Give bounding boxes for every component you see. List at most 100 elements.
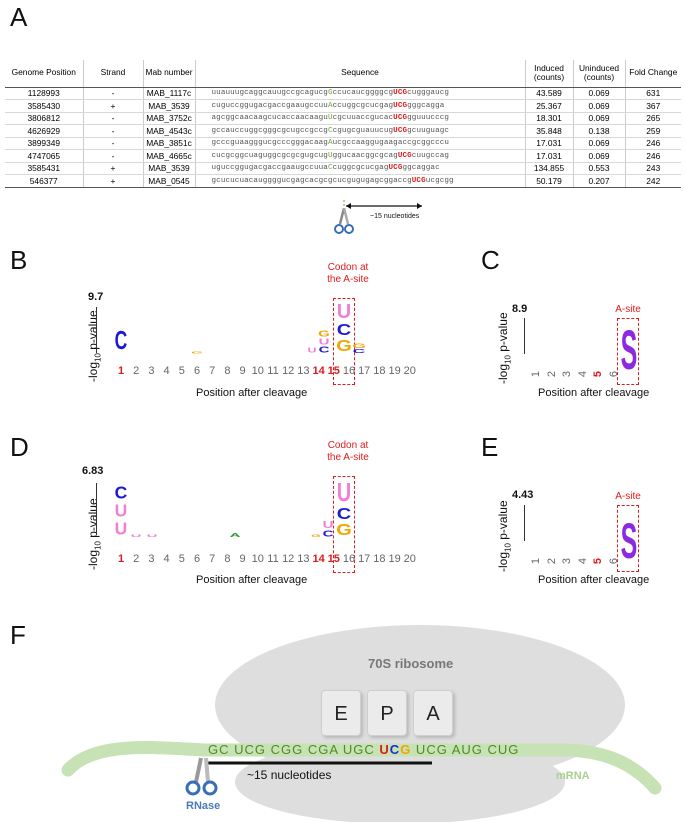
sequence-fragment: cuugccag bbox=[411, 151, 450, 160]
cell-mab-number: MAB_3539 bbox=[142, 162, 195, 175]
cell-uninduced: 0.069 bbox=[572, 99, 625, 113]
sequence-fragment: gguuucccg bbox=[407, 114, 450, 123]
tick-label: 11 bbox=[267, 365, 279, 377]
logo-letter: C bbox=[322, 529, 334, 539]
tick-label: 1 bbox=[117, 365, 125, 377]
sequence-fragment: UCG bbox=[393, 126, 408, 135]
col-strand: Strand bbox=[82, 60, 143, 88]
cell-strand: - bbox=[82, 112, 143, 125]
col-sequence: Sequence bbox=[194, 60, 525, 88]
logo-letter: S bbox=[620, 321, 638, 383]
tick-label: 16 bbox=[342, 365, 356, 377]
tick-label: 15 bbox=[327, 365, 340, 377]
cell-genome-position: 3806812 bbox=[5, 112, 83, 125]
sequence-fragment: cuguccggugacgaccgaaugccuu bbox=[211, 101, 328, 110]
logo-letter: C bbox=[336, 321, 352, 339]
tick-label: 2 bbox=[545, 370, 558, 378]
cell-genome-position: 4626929 bbox=[5, 124, 83, 138]
tick-label: 3 bbox=[561, 370, 573, 378]
cell-uninduced: 0.553 bbox=[572, 162, 625, 175]
panel-c-x-axis-label: Position after cleavage bbox=[538, 387, 650, 399]
sequence-fragment: U bbox=[327, 114, 333, 123]
tick-label: 13 bbox=[297, 553, 310, 565]
tick-label: 11 bbox=[267, 553, 279, 565]
sequence-fragment: UCG bbox=[397, 151, 412, 160]
tick-label: 2 bbox=[133, 365, 140, 377]
sequence-fragment: cgugcguauucug bbox=[332, 126, 394, 135]
panel-e-a-site-box bbox=[617, 505, 639, 572]
mrna-sequence: GC UCG CGG CGA UGC UCG UCG AUG CUG bbox=[208, 742, 520, 757]
tick-label: 15 bbox=[327, 553, 340, 565]
tick-label: 4 bbox=[163, 553, 170, 565]
cell-fold-change: 259 bbox=[624, 124, 681, 138]
tick-label: 18 bbox=[373, 553, 386, 565]
sequence-fragment: ggcaggac bbox=[402, 164, 440, 173]
tick-label: 20 bbox=[403, 553, 416, 565]
cell-induced: 35.848 bbox=[524, 124, 573, 138]
tick-label: 3 bbox=[148, 553, 155, 565]
logo-letter: U bbox=[114, 501, 128, 521]
sequence-fragment: agcggcaacaagcucaccaacaagu bbox=[211, 114, 328, 123]
cell-fold-change: 242 bbox=[624, 174, 681, 188]
cell-sequence: gccauccuggcgggcgcugccgccgCcgugcguauucugU… bbox=[194, 124, 525, 138]
tick-label: 5 bbox=[592, 370, 604, 378]
cell-strand: - bbox=[82, 87, 143, 100]
sequence-fragment: ccuggcgcucgag bbox=[332, 101, 394, 110]
cell-fold-change: 246 bbox=[624, 149, 681, 163]
cell-strand: + bbox=[82, 174, 143, 188]
logo-letter: C bbox=[114, 483, 128, 503]
sequence-fragment: gaccgcggcccu bbox=[393, 139, 450, 148]
ribosome-title: 70S ribosome bbox=[368, 656, 454, 671]
logo-letter: U bbox=[146, 533, 158, 539]
sequence-fragment: gcuuguagc bbox=[407, 126, 450, 135]
cleavage-distance-label: ~15 nucleotides bbox=[370, 213, 420, 220]
sequence-fragment: ucgccaaggugaa bbox=[332, 139, 394, 148]
col-uninduced: Uninduced (counts) bbox=[572, 60, 625, 88]
panel-b-y-max: 9.7 bbox=[88, 291, 104, 303]
sequence-fragment: UCG bbox=[388, 164, 403, 173]
panel-b-y-bar bbox=[96, 307, 97, 353]
cell-fold-change: 631 bbox=[624, 87, 681, 100]
tick-label: 2 bbox=[545, 557, 558, 565]
sequence-fragment: C bbox=[327, 164, 333, 173]
sequence-fragment: uuauuugcaggcauugccgcagucg bbox=[211, 89, 328, 98]
cell-induced: 17.031 bbox=[524, 137, 573, 150]
ribosome-site-a: A bbox=[413, 690, 453, 736]
panel-d-y-axis-label: -log10 p-value bbox=[86, 498, 103, 570]
tick-label: 3 bbox=[148, 365, 155, 377]
cell-induced: 50.179 bbox=[524, 174, 573, 188]
panel-label-b: B bbox=[10, 245, 28, 275]
sequence-fragment: cucgcggcuaguggcgcgcgugcug bbox=[211, 151, 328, 160]
cell-fold-change: 367 bbox=[624, 99, 681, 113]
sequence-fragment: cugggaucg bbox=[407, 89, 450, 98]
panel-e-y-axis-label: -log10 p-value bbox=[496, 500, 513, 572]
tick-label: 6 bbox=[193, 365, 201, 377]
tick-label: 6 bbox=[607, 557, 620, 565]
tick-label: 1 bbox=[117, 553, 125, 565]
logo-letter: G bbox=[318, 329, 330, 339]
tick-label: 3 bbox=[561, 557, 573, 565]
cell-sequence: gcccguaagggucgcccgggacaagAucgccaaggugaag… bbox=[194, 137, 525, 150]
rnase-label: RNase bbox=[186, 800, 221, 812]
cell-mab-number: MAB_4543c bbox=[142, 124, 195, 138]
sequence-fragment: UCG bbox=[393, 89, 408, 98]
panel-c-y-axis-label: -log10 p-value bbox=[496, 312, 513, 384]
sequence-fragment: G bbox=[327, 89, 333, 98]
tick-label: 8 bbox=[224, 365, 231, 377]
tick-label: 6 bbox=[607, 370, 620, 378]
col-genome-position: Genome Position bbox=[5, 60, 83, 88]
tick-label: 5 bbox=[178, 553, 185, 565]
panel-e-x-axis-label: Position after cleavage bbox=[538, 574, 650, 586]
logo-letter: C bbox=[318, 345, 330, 355]
mrna-strand bbox=[61, 741, 662, 795]
cell-genome-position: 3899349 bbox=[5, 137, 83, 150]
logo-letter: U bbox=[307, 346, 317, 355]
sequence-fragment: C bbox=[327, 126, 333, 135]
cell-strand: - bbox=[82, 124, 143, 138]
sequence-fragment: cgcuuaccgucac bbox=[332, 114, 394, 123]
